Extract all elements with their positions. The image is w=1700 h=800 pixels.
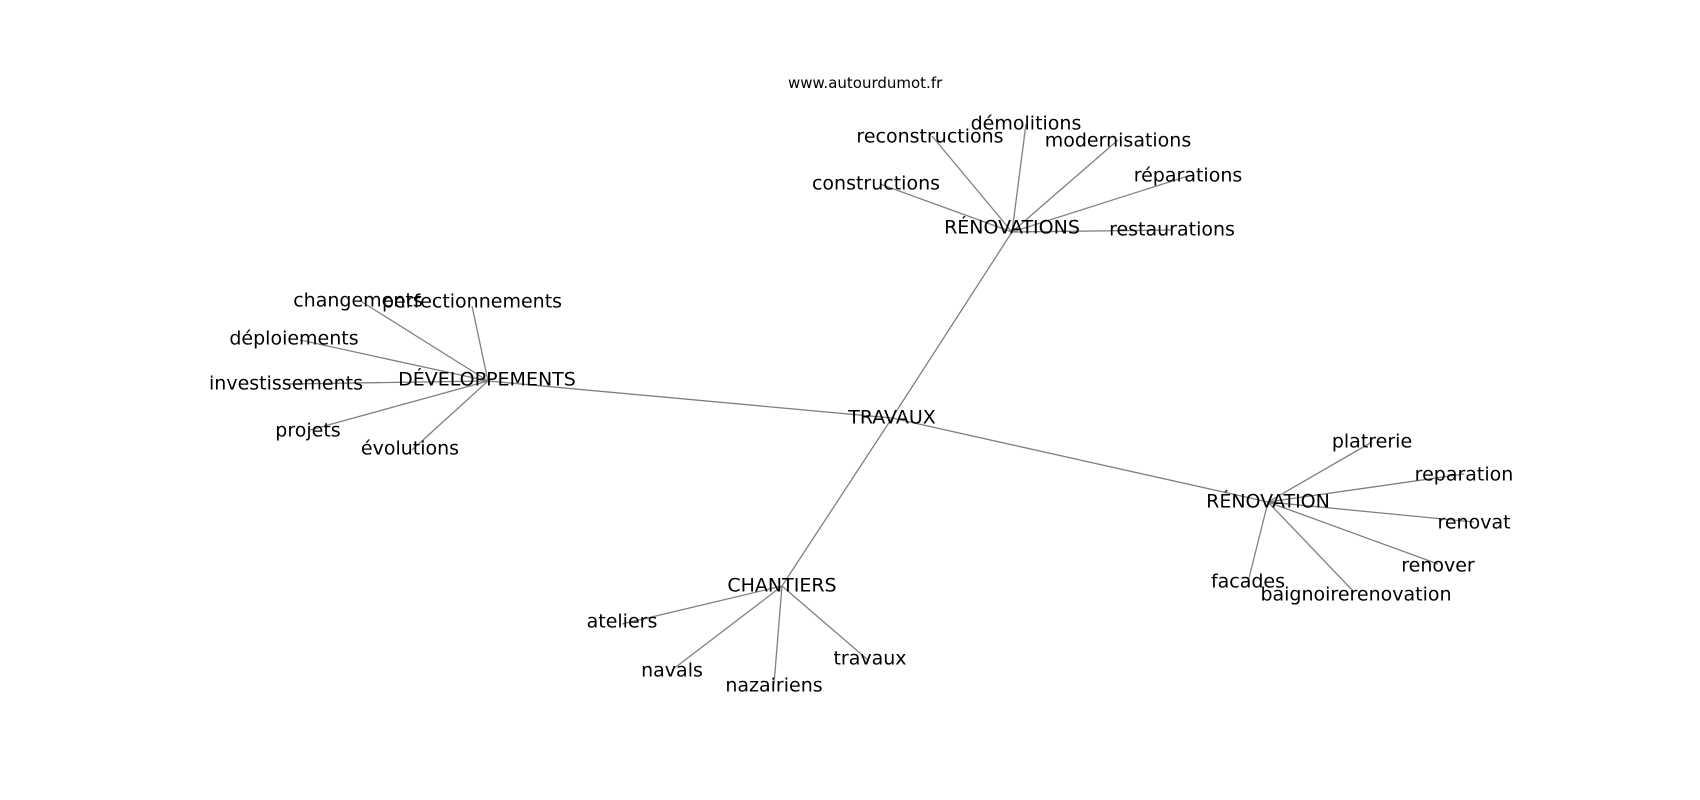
edge-chantiers-ateliers (621, 585, 783, 625)
graph-labels: TRAVAUX RÉNOVATIONS démolitionsreconstruct… (209, 113, 1513, 697)
watermark-text: www.autourdumot.fr (788, 74, 943, 92)
edge-chantiers-nazairiens (773, 585, 783, 685)
word-node-nazairiens[interactable]: nazairiens (725, 675, 822, 697)
edge-travaux-chantiers (781, 417, 893, 587)
word-node-travaux[interactable]: travaux (833, 648, 906, 670)
hub-node-chantiers[interactable]: CHANTIERS (727, 575, 836, 597)
word-node-investissements[interactable]: investissements (209, 373, 363, 395)
word-node-navals[interactable]: navals (641, 660, 703, 682)
hub-node-renovation[interactable]: RÉNOVATION (1206, 490, 1330, 513)
edge-renovation-reparation (1267, 473, 1465, 503)
edge-renovations-restaurations (1011, 229, 1173, 233)
word-node-reparation[interactable]: reparation (1415, 464, 1514, 486)
edge-renovation-baignoirerenovation (1267, 501, 1355, 593)
edge-travaux-renovation (891, 417, 1269, 503)
word-node-reconstructions[interactable]: reconstructions (856, 126, 1003, 148)
edge-chantiers-travaux (781, 585, 869, 661)
edge-developpements-investissements (285, 380, 489, 385)
word-node-restaurations[interactable]: restaurations (1109, 219, 1235, 241)
word-node-platrerie[interactable]: platrerie (1332, 431, 1412, 453)
edge-travaux-renovations (891, 231, 1013, 419)
word-node-perfectionnements[interactable]: perfectionnements (382, 291, 562, 313)
edge-renovation-renover (1267, 501, 1439, 565)
word-node-baignoirerenovation[interactable]: baignoirerenovation (1260, 584, 1451, 606)
center-node-travaux[interactable]: TRAVAUX (847, 407, 936, 429)
word-node-renovat[interactable]: renovat (1437, 512, 1510, 534)
word-node-reparations[interactable]: réparations (1134, 165, 1243, 187)
edge-developpements-perfectionnements (471, 305, 489, 382)
word-node-facades[interactable]: facades (1211, 571, 1285, 593)
edge-renovation-facades (1247, 501, 1269, 583)
edge-developpements-changements (361, 301, 489, 382)
edge-renovations-reconstructions (931, 135, 1013, 233)
edge-developpements-projets (309, 380, 489, 431)
word-node-demolitions[interactable]: démolitions (971, 113, 1082, 135)
word-node-projets[interactable]: projets (275, 420, 340, 442)
hub-node-developpements[interactable]: DÉVELOPPEMENTS (398, 368, 576, 391)
word-node-ateliers[interactable]: ateliers (587, 611, 658, 633)
word-node-renover[interactable]: renover (1401, 555, 1475, 577)
word-node-deploiements[interactable]: déploiements (229, 328, 358, 350)
edge-renovations-demolitions (1011, 123, 1027, 233)
word-node-modernisations[interactable]: modernisations (1045, 130, 1192, 152)
graph-edges (285, 123, 1475, 685)
word-node-changements[interactable]: changements (293, 290, 423, 312)
edge-renovations-modernisations (1011, 139, 1119, 233)
word-node-evolutions[interactable]: évolutions (361, 438, 459, 460)
edge-renovations-reparations (1011, 175, 1189, 233)
edge-chantiers-navals (671, 585, 783, 671)
edge-renovations-constructions (879, 183, 1013, 233)
hub-node-renovations[interactable]: RÉNOVATIONS (944, 216, 1080, 239)
word-node-constructions[interactable]: constructions (812, 173, 940, 195)
edge-travaux-developpements (487, 380, 893, 419)
edge-renovation-renovat (1267, 501, 1475, 523)
edge-developpements-evolutions (411, 380, 489, 451)
edge-renovation-platrerie (1267, 441, 1373, 503)
edge-developpements-deploiements (299, 339, 489, 382)
